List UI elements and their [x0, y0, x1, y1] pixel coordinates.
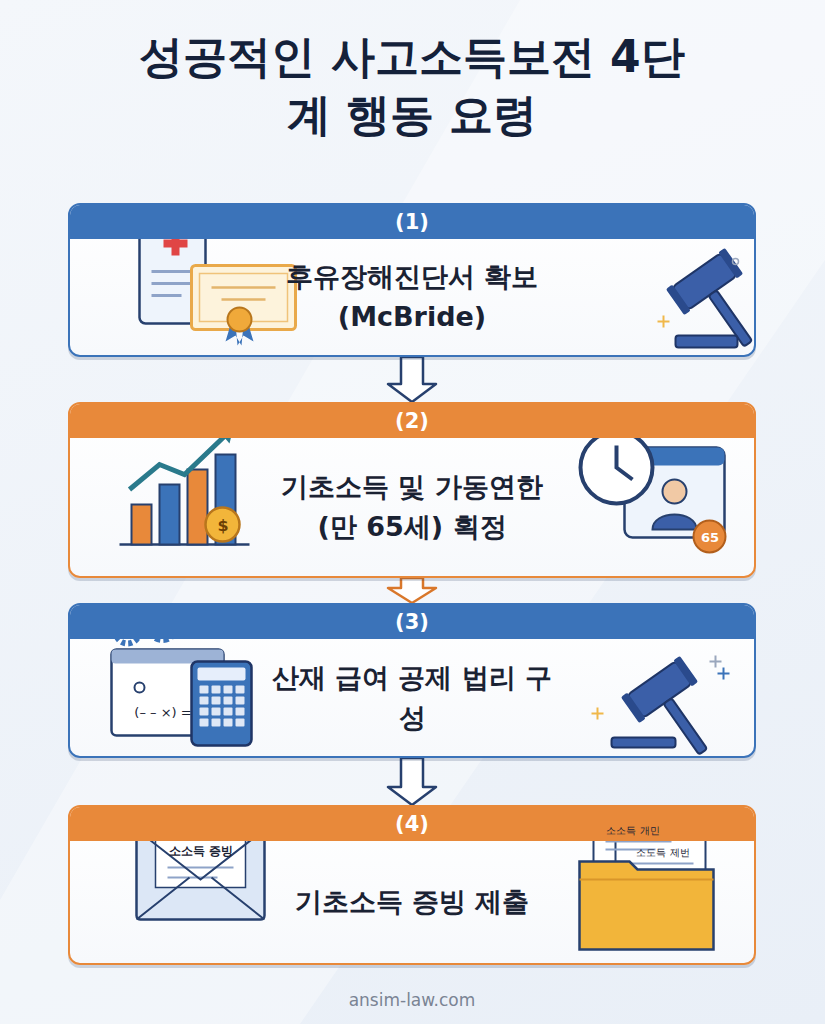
icon-label: (– – ×) =: [134, 705, 191, 720]
step-header: (1): [70, 205, 754, 239]
flow-arrow: [388, 578, 436, 603]
step-box: (1) 후유장해진단서 확보 (McBride): [68, 203, 756, 357]
flow-arrow: [388, 357, 436, 402]
step-body: 기초소득 증빙 제출: [70, 841, 754, 963]
step-text: 기초소득 및 가동연한(만 65세) 획정: [262, 467, 562, 547]
icon-label: 65: [701, 530, 719, 545]
icon-label: 소소득 증빙: [169, 843, 233, 860]
step-number: (2): [395, 409, 429, 433]
step-header: (3): [70, 605, 754, 639]
step-number: (3): [395, 610, 429, 634]
step-text: 후유장해진단서 확보 (McBride): [262, 257, 562, 337]
icon-label: $: [217, 516, 228, 535]
title: 성공적인 사고소득보전 4단계 행동 요령: [132, 28, 692, 144]
step-body: 기초소득 및 가동연한(만 65세) 획정: [70, 438, 754, 576]
icon-label: 소도득 제번: [636, 846, 689, 860]
step-box: (3) 산재 급여 공제 법리 구성: [68, 603, 756, 758]
step-body: 산재 급여 공제 법리 구성: [70, 639, 754, 756]
flow-arrow: [388, 758, 436, 805]
step-number: (1): [395, 210, 429, 234]
step-number: (4): [395, 812, 429, 836]
watermark: ansim-law.com: [349, 990, 476, 1010]
icon-label: 소소득 개민: [606, 824, 659, 838]
step-text: 기초소득 증빙 제출: [262, 882, 562, 922]
step-text: 산재 급여 공제 법리 구성: [262, 658, 562, 738]
step-header: (2): [70, 404, 754, 438]
step-box: (2) 기초소득 및 가동연한(만 65세) 획정: [68, 402, 756, 578]
step-body: 후유장해진단서 확보 (McBride): [70, 239, 754, 355]
